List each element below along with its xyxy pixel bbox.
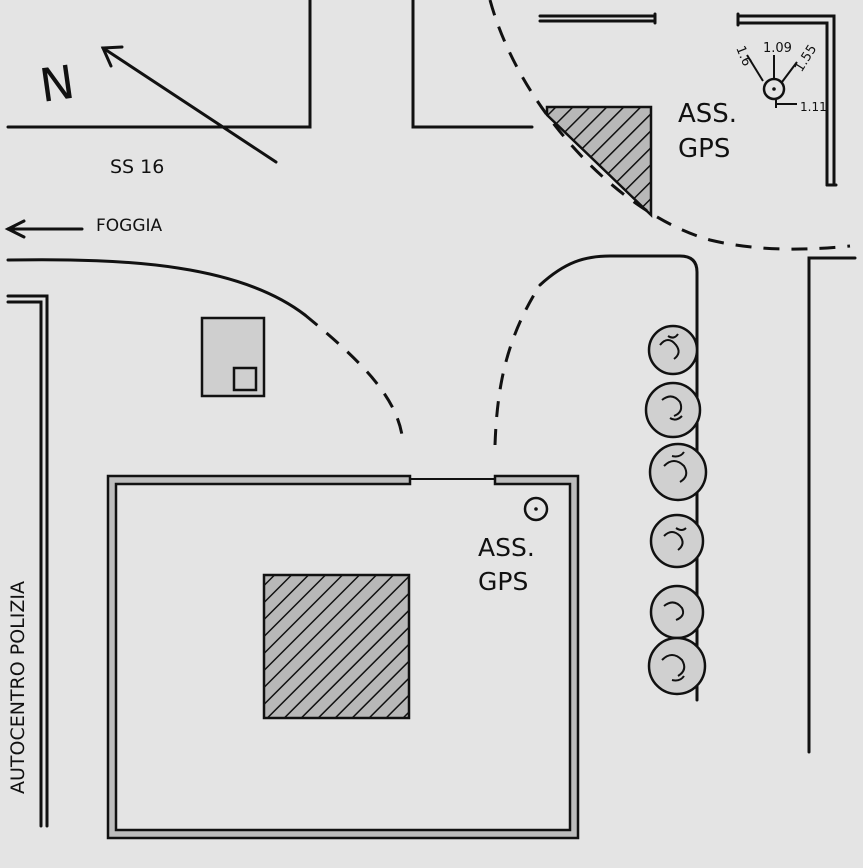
main-enclosure xyxy=(106,474,580,840)
road-label: SS 16 xyxy=(110,156,164,178)
side-wall-inner xyxy=(6,300,43,828)
tree-row xyxy=(644,324,708,696)
tree-3 xyxy=(648,442,708,502)
gps-label-main-line2: GPS xyxy=(478,567,528,596)
direction-label: FOGGIA xyxy=(96,216,163,236)
tree-2 xyxy=(644,381,702,439)
gps-station-top xyxy=(746,54,798,108)
tree-6 xyxy=(647,636,707,696)
road-edge-left-curve xyxy=(6,258,307,317)
side-label: AUTOCENTRO POLIZIA xyxy=(7,581,29,794)
measurement-2: 1.09 xyxy=(763,41,792,56)
block-top-middle-outline xyxy=(411,0,534,129)
gps-label-top-line2: GPS xyxy=(678,134,730,164)
road-edge-right-dashed xyxy=(493,284,542,446)
gps-station-main xyxy=(523,496,549,522)
gps-label-main-line1: ASS. xyxy=(478,533,535,562)
building-top-hatched xyxy=(545,105,653,218)
road-edge-right xyxy=(807,256,857,754)
road-edge-right-curve xyxy=(538,254,699,447)
building-main-hatched xyxy=(262,573,411,720)
block-top-left-outline xyxy=(6,0,312,129)
side-wall-outer xyxy=(6,294,49,828)
gps-label-top-line1: ASS. xyxy=(678,99,737,129)
tree-1 xyxy=(647,324,699,376)
north-label: N xyxy=(36,55,78,113)
direction-arrow-left xyxy=(4,219,84,239)
measurement-3: 1.55 xyxy=(792,42,820,75)
small-building-box xyxy=(232,366,258,392)
measurement-4: 1.11 xyxy=(800,100,827,114)
north-arrow xyxy=(100,45,278,164)
road-edge-left-dashed xyxy=(304,313,404,436)
block-top-right xyxy=(538,12,838,187)
tree-4 xyxy=(649,513,705,569)
measurement-1: 1.6 xyxy=(732,44,754,69)
tree-5 xyxy=(649,584,705,640)
survey-arc-dashed xyxy=(488,0,851,251)
